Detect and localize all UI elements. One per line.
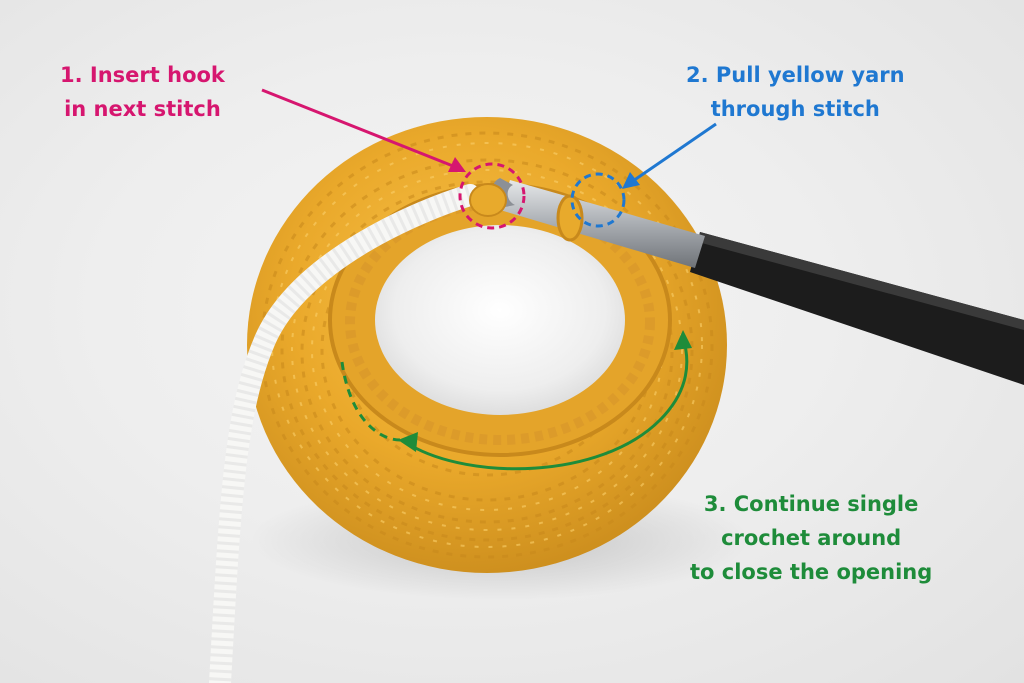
step-3-callout: 3. Continue single crochet around to clo…: [690, 487, 932, 589]
step-1-callout: 1. Insert hook in next stitch: [60, 58, 225, 126]
step-1-line-2: in next stitch: [64, 97, 221, 121]
step-3-line-3: to close the opening: [690, 560, 933, 584]
step-1-line-1: 1. Insert hook: [60, 63, 225, 87]
circle-marker-icon: [458, 162, 526, 230]
step-3-line-2: crochet around: [721, 526, 902, 550]
step-2-callout: 2. Pull yellow yarn through stitch: [686, 58, 905, 126]
arrow-icon: [261, 88, 466, 172]
step-2-line-1: 2. Pull yellow yarn: [686, 63, 905, 87]
step-2-line-2: through stitch: [710, 97, 880, 121]
circle-marker-icon: [570, 172, 626, 228]
step-3-line-1: 3. Continue single: [703, 492, 919, 516]
fiberfill-stuffing: [375, 225, 625, 415]
crochet-hook-icon: [491, 178, 1024, 385]
arrow-icon: [622, 122, 717, 189]
arrow-icon: [340, 330, 692, 471]
